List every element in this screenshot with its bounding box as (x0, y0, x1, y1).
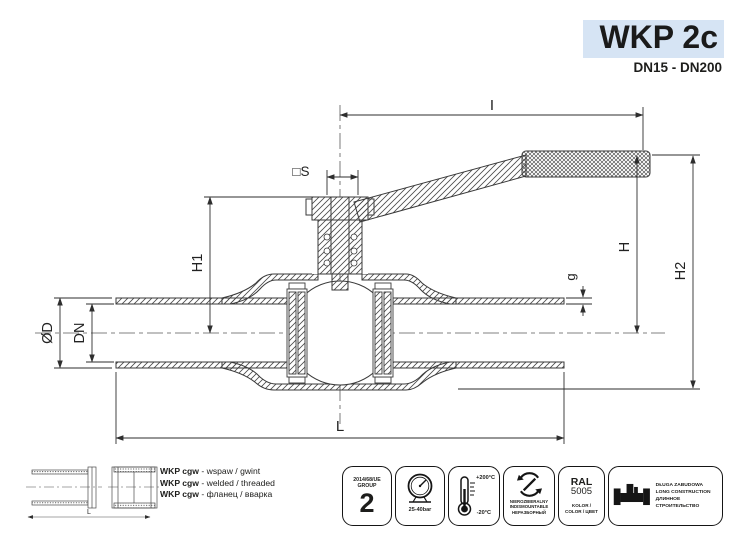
legend-row-desc: - фланец / вварка (201, 489, 273, 499)
pressure-gauge-icon (407, 473, 433, 503)
badge-pressure-rating: 25-40bar (395, 466, 445, 526)
dim-H2-label: H2 (673, 262, 689, 281)
ral-code: 5005 (570, 486, 593, 498)
construction-ru: ДЛИННОЕ СТРОИТЕЛЬСТВО (655, 497, 700, 510)
indismountable-pl: NIEROZBIERALNY (509, 499, 549, 504)
title-block: WKP 2c DN15 - DN200 (583, 20, 724, 75)
legend-row-desc: - welded / threaded (201, 477, 275, 488)
thermometer-icon (457, 476, 475, 516)
dimension-labels: I □S H1 H H2 g ØD DN L (40, 97, 689, 435)
legend-row: WKP cgw - wspaw / gwint (160, 466, 275, 478)
dim-I-label: I (490, 97, 494, 114)
ped-group-label: GROUP (357, 483, 377, 490)
dim-L-label: L (336, 418, 344, 435)
dim-OD-label: ØD (40, 322, 56, 344)
temp-min: -20°C (476, 510, 491, 516)
legend-row-desc: - wspaw / gwint (201, 466, 261, 476)
dim-H1-label: H1 (190, 254, 206, 273)
badge-indismountable: NIEROZBIERALNY INDISMOUNTABLE НЕРАЗБОРНЫ… (503, 466, 555, 526)
variant-legend: WKP cgw - wspaw / gwint WKP cgw - welded… (160, 466, 275, 501)
badge-ral-color: RAL 5005 KOLOR / COLOR / ЦВЕТ (558, 466, 605, 526)
pressure-range: 25-40bar (408, 507, 432, 513)
ped-directive: 2014/68/UE (353, 477, 381, 484)
legend-row-model: WKP cgw (160, 466, 199, 476)
dim-g-label: g (563, 273, 578, 280)
construction-en: LONG CONSTRUCTION (655, 489, 711, 495)
handle (353, 150, 651, 223)
legend-row: WKP cgw - welded / threaded (160, 478, 275, 490)
construction-pl: DŁUGA ZABUDOWA (655, 482, 704, 488)
seat-rings (286, 282, 394, 384)
temp-max: +200°C (476, 475, 495, 481)
indismountable-icon (516, 472, 542, 497)
indismountable-ru: НЕРАЗБОРНЫЙ (512, 509, 546, 515)
ral-title: RAL (570, 475, 593, 488)
dim-H-label: H (617, 242, 633, 252)
dim-S-label: □S (292, 164, 309, 179)
ral-caption-2: COLOR / ЦВЕТ (565, 509, 598, 515)
badge-long-construction: DŁUGA ZABUDOWA LONG CONSTRUCTION ДЛИННОЕ… (608, 466, 723, 526)
long-valve-icon (613, 483, 650, 506)
dn-range: DN15 - DN200 (633, 59, 722, 75)
certification-badges: 2014/68/UE GROUP 2 25-40bar (342, 466, 723, 526)
legend-row: WKP cgw - фланец / вварка (160, 489, 275, 501)
dim-DN-label: DN (72, 323, 88, 344)
ped-group-value: 2 (359, 487, 375, 518)
badge-pressure-group: 2014/68/UE GROUP 2 (342, 466, 392, 526)
legend-row-model: WKP cgw (160, 489, 199, 499)
legend-length-dimension: L (27, 509, 151, 519)
legend-dim-L-label: L (87, 509, 91, 516)
legend-row-model: WKP cgw (160, 477, 199, 488)
dimensions (54, 107, 700, 444)
product-model: WKP 2c (583, 20, 724, 58)
badge-temperature-range: +200°C -20°C (448, 466, 500, 526)
legend-threaded-end-drawing (108, 466, 161, 509)
legend-weld-end-drawing (26, 466, 102, 509)
ral-caption-1: KOLOR / (571, 503, 592, 509)
indismountable-en: INDISMOUNTABLE (509, 504, 549, 510)
